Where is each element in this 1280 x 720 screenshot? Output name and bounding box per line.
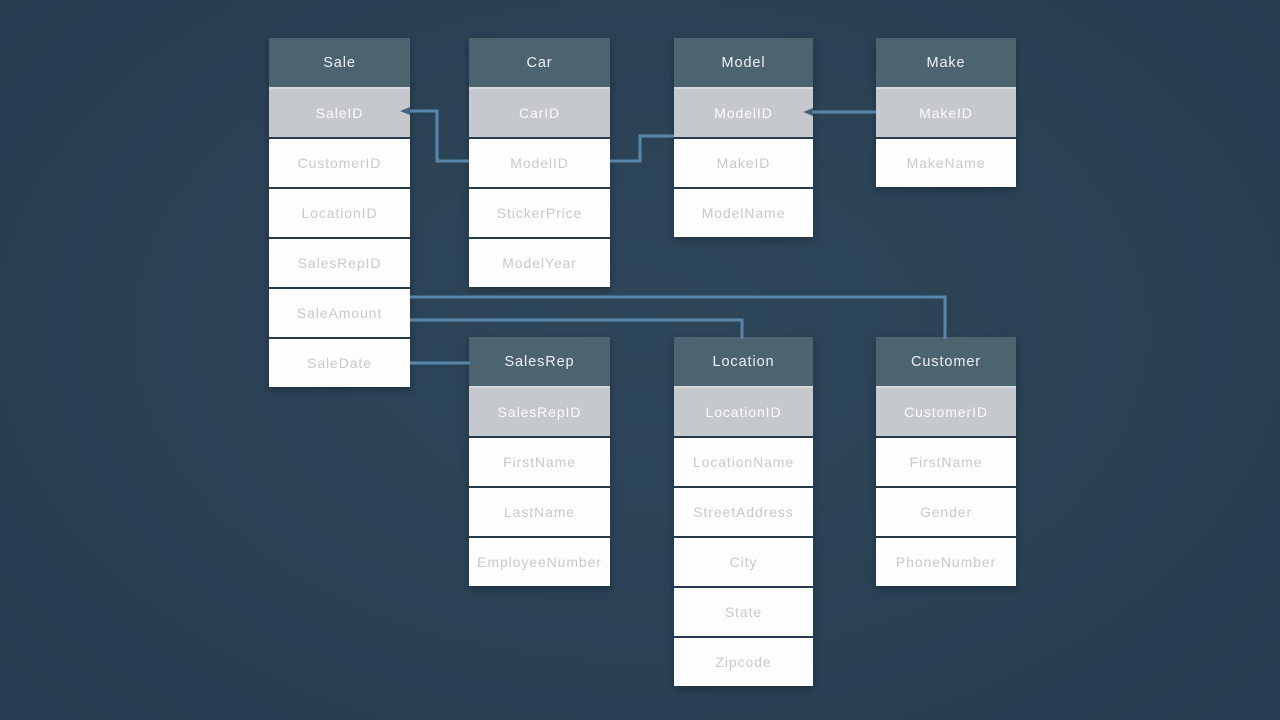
table-title-salesrep: SalesRep	[469, 337, 610, 386]
field-location-zipcode: Zipcode	[674, 636, 813, 686]
field-make-makename: MakeName	[876, 137, 1016, 187]
table-title-location: Location	[674, 337, 813, 386]
field-sale-saleamount: SaleAmount	[269, 287, 410, 337]
field-sale-customerid: CustomerID	[269, 137, 410, 187]
field-sale-saledate: SaleDate	[269, 337, 410, 387]
field-model-modelid-key: ModelID	[674, 87, 813, 137]
field-salesrep-salesrepid-key: SalesRepID	[469, 386, 610, 436]
field-sale-saleid-key: SaleID	[269, 87, 410, 137]
field-location-city: City	[674, 536, 813, 586]
field-car-stickerprice: StickerPrice	[469, 187, 610, 237]
field-location-streetaddress: StreetAddress	[674, 486, 813, 536]
field-location-state: State	[674, 586, 813, 636]
field-customer-phonenumber: PhoneNumber	[876, 536, 1016, 586]
table-title-customer: Customer	[876, 337, 1016, 386]
field-salesrep-employeenumber: EmployeeNumber	[469, 536, 610, 586]
field-location-locationid-key: LocationID	[674, 386, 813, 436]
table-title-model: Model	[674, 38, 813, 87]
table-title-make: Make	[876, 38, 1016, 87]
table-title-sale: Sale	[269, 38, 410, 87]
field-sale-salesrepid: SalesRepID	[269, 237, 410, 287]
field-location-locationname: LocationName	[674, 436, 813, 486]
field-model-makeid: MakeID	[674, 137, 813, 187]
field-salesrep-lastname: LastName	[469, 486, 610, 536]
table-title-car: Car	[469, 38, 610, 87]
field-customer-gender: Gender	[876, 486, 1016, 536]
field-customer-customerid-key: CustomerID	[876, 386, 1016, 436]
field-model-modelname: ModelName	[674, 187, 813, 237]
field-car-modelyear: ModelYear	[469, 237, 610, 287]
field-make-makeid-key: MakeID	[876, 87, 1016, 137]
field-sale-locationid: LocationID	[269, 187, 410, 237]
field-customer-firstname: FirstName	[876, 436, 1016, 486]
field-car-modelid: ModelID	[469, 137, 610, 187]
field-car-carid-key: CarID	[469, 87, 610, 137]
field-salesrep-firstname: FirstName	[469, 436, 610, 486]
